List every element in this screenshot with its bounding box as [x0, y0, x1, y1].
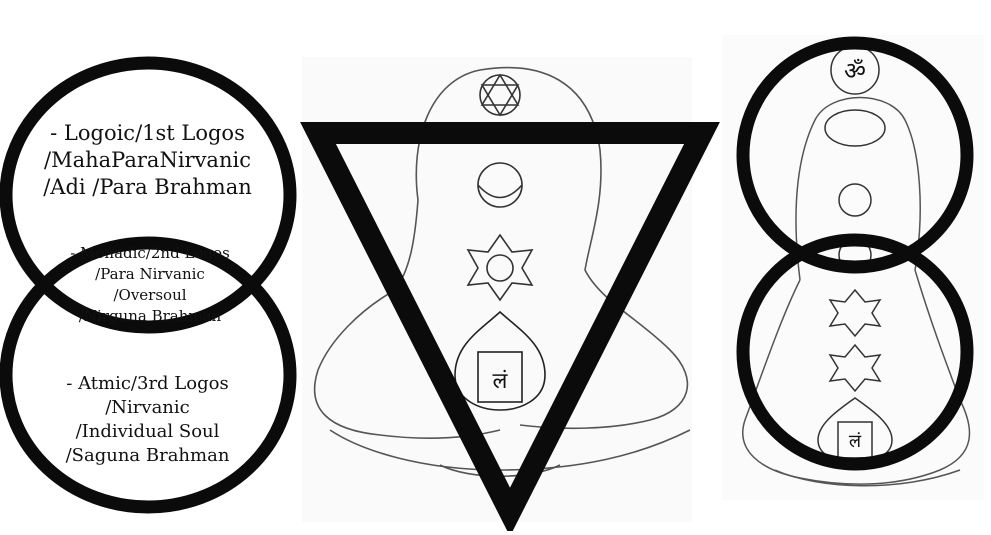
second-logos-line-2: /Para Nirvanic — [25, 264, 275, 285]
third-logos-label: - Atmic/3rd Logos /Nirvanic /Individual … — [20, 372, 275, 468]
second-logos-line-4: /Nirguna Brahman — [25, 306, 275, 327]
first-logos-line-3: /Adi /Para Brahman — [20, 174, 275, 201]
second-logos-line-1: - Monadic/2nd Logos — [25, 243, 275, 264]
third-logos-line-2: /Nirvanic — [20, 396, 275, 420]
first-logos-line-1: - Logoic/1st Logos — [20, 120, 275, 147]
third-logos-line-3: /Individual Soul — [20, 420, 275, 444]
third-logos-line-4: /Saguna Brahman — [20, 444, 275, 468]
first-logos-line-2: /MahaParaNirvanic — [20, 147, 275, 174]
first-logos-label: - Logoic/1st Logos /MahaParaNirvanic /Ad… — [20, 120, 275, 201]
right-root-bija-glyph: लं — [849, 431, 862, 452]
second-logos-line-3: /Oversoul — [25, 285, 275, 306]
second-logos-label: - Monadic/2nd Logos /Para Nirvanic /Over… — [25, 243, 275, 327]
third-logos-line-1: - Atmic/3rd Logos — [20, 372, 275, 396]
right-panel: ॐ लं — [722, 35, 984, 500]
root-bija-glyph: लं — [493, 369, 509, 394]
om-symbol: ॐ — [844, 57, 866, 85]
